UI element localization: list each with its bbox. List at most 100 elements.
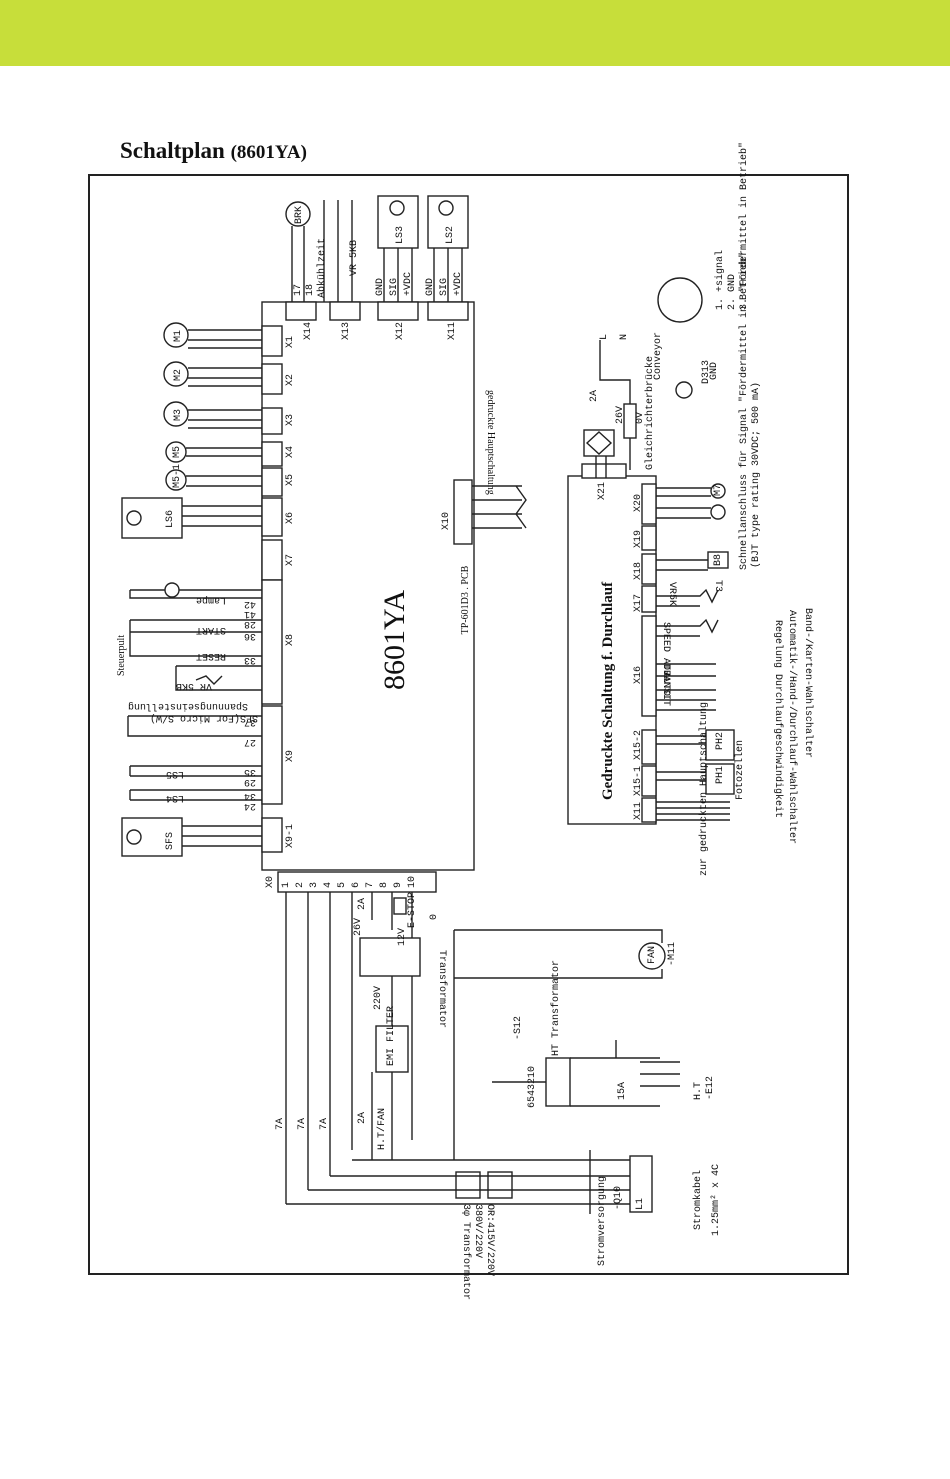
ls6-sensor: LS6	[121, 497, 262, 539]
conn-x17: X17	[633, 594, 644, 612]
ls2-label: LS2	[445, 226, 456, 244]
page-title: Schaltplan (8601YA)	[120, 138, 307, 164]
signal-pin-3: 3. "Fördermittel in Betrieb"	[738, 142, 750, 310]
x0-pin-8: 8	[379, 882, 390, 888]
reset-label: RESET	[196, 650, 226, 661]
e12-label: -E12	[705, 1076, 716, 1100]
transit-label: TRANSIT	[660, 664, 671, 706]
fan-label: FAN	[647, 946, 658, 964]
board-name: 8601YA	[378, 590, 411, 690]
conn-x19: X19	[633, 530, 644, 548]
fuse-7a-2: 7A	[297, 1118, 308, 1130]
motor-m5-1: M5-1	[172, 464, 183, 488]
x0-pin-7: 7	[365, 882, 376, 888]
conn-x4: X4	[285, 446, 296, 458]
sfs-micro-label: SFS(For Micro S/W)	[150, 712, 258, 724]
conveyor-label: Conveyor	[653, 332, 664, 380]
conn-x0: X0	[265, 876, 276, 888]
conn-x8: X8	[285, 634, 296, 646]
gnd-ls3: GND	[375, 278, 386, 296]
signal-pin-1: 1. +signal	[714, 250, 726, 310]
vr5k-label: VR5K	[666, 582, 677, 606]
phases-label: L1	[635, 1198, 646, 1210]
x0-pin-10: 10	[407, 876, 418, 888]
ls4-label: LS4	[166, 792, 184, 803]
v220-label: 220V	[373, 986, 384, 1010]
v12-label: 12V	[397, 928, 408, 946]
ls5-label: LS5	[166, 768, 184, 779]
conn-x20: X20	[633, 494, 644, 512]
pin-18: 18	[305, 284, 316, 296]
conn-x21: X21	[597, 482, 608, 500]
pin-33: 33	[244, 654, 256, 665]
stromversorgung-label: Stromversorgung	[597, 1176, 608, 1266]
regelung-label: Regelung Durchlaufgeschwindigkeit	[772, 620, 784, 818]
trafo3-v: 380V/220V	[472, 1204, 484, 1258]
top-devices: BRK 17 18 Abkühlzeit VR 5KB LS3 LS2 GND …	[285, 195, 469, 302]
conn-x16: X16	[633, 666, 644, 684]
fuse-2a-top: 2A	[357, 898, 368, 910]
x0-pins: 1 2 3 4 5 6 7 8 9 10	[281, 876, 418, 888]
ph1-label: PH1	[715, 766, 726, 784]
spannung-label: Spannungseinstellung	[128, 700, 248, 712]
ph2-label: PH2	[715, 732, 726, 750]
trafo3-label: 3φ Transformator	[460, 1204, 472, 1300]
lampe-label: Lampe	[196, 594, 226, 605]
ht-fan-label: H.T/FAN	[376, 1108, 388, 1150]
conn-x11-sub: X11	[633, 802, 644, 820]
fuse-15a: 15A	[617, 1082, 628, 1100]
power-section: 220V Transformator 26V 12V 0 2A E-STOP E…	[275, 892, 722, 1300]
e-stop-label: E-STOP	[407, 892, 418, 928]
m7-label: M7	[713, 484, 724, 496]
gnd-sub-label: GND	[709, 362, 720, 380]
conn-x11: X11	[447, 322, 458, 340]
n-label: N	[619, 334, 630, 340]
conn-x9: X9	[285, 750, 296, 762]
x10-wires	[472, 485, 527, 529]
conn-x14: X14	[303, 322, 314, 340]
vdc-ls2: +VDC	[453, 272, 464, 296]
sub-board-title: Gedruckte Schaltung f. Durchlauf	[600, 581, 616, 800]
fuse-7a-3: 7A	[319, 1118, 330, 1130]
ht-label: H.T	[693, 1082, 704, 1100]
x0-pin-3: 3	[309, 882, 320, 888]
signal-pin-2: 2. GND	[727, 274, 738, 310]
sfs-sensor: SFS	[121, 817, 262, 857]
x0-pin-5: 5	[337, 882, 348, 888]
conn-x6: X6	[285, 512, 296, 524]
pin-37: 37	[244, 716, 256, 727]
steuerpult-label: Steuerpult	[116, 635, 127, 676]
header-accent-bar	[0, 0, 950, 66]
v0-label: 0	[429, 914, 440, 920]
abkuehlzeit-label: Abkühlzeit	[316, 238, 328, 298]
speed-adj-label: SPEED ADJ.	[660, 622, 671, 682]
conn-x2: X2	[285, 374, 296, 386]
conn-x13: X13	[341, 322, 352, 340]
conn-x18: X18	[633, 562, 644, 580]
band-label: Band-/Karten-Wahlschalter	[802, 608, 814, 758]
pcb-label: TP-601D3 . PCB	[460, 565, 471, 634]
taps-label: 6543210	[527, 1066, 538, 1108]
motor-m2: M2	[173, 369, 184, 381]
x0-pin-9: 9	[393, 882, 404, 888]
fotozellen-label: Fotozellen	[734, 740, 746, 800]
conn-x15-1: X15-1	[633, 766, 644, 796]
conn-x7: X7	[285, 554, 296, 566]
d313-label: D313	[701, 360, 712, 384]
v26-label: 26V	[353, 918, 364, 936]
pin-27: 27	[244, 736, 256, 747]
pin-35: 35	[244, 766, 256, 777]
pin-24: 24	[244, 800, 256, 811]
x0-pin-4: 4	[323, 882, 334, 888]
v0-sub: 0V	[635, 412, 646, 424]
emi-label: EMI FILTER	[386, 1006, 397, 1066]
title-text: Schaltplan	[120, 138, 225, 163]
fuse-2a-bottom: 2A	[357, 1112, 368, 1124]
fuse-7a-1: 7A	[275, 1118, 286, 1130]
ht-trafo-label: HT Transformator	[550, 960, 562, 1056]
bjt-label: (BJT type rating 30VDC; 500 mA)	[750, 382, 762, 568]
pin-29: 29	[244, 776, 256, 787]
vdc-ls3: +VDC	[403, 272, 414, 296]
kabel-spec-label: 1.25mm² x 4C	[711, 1164, 722, 1236]
